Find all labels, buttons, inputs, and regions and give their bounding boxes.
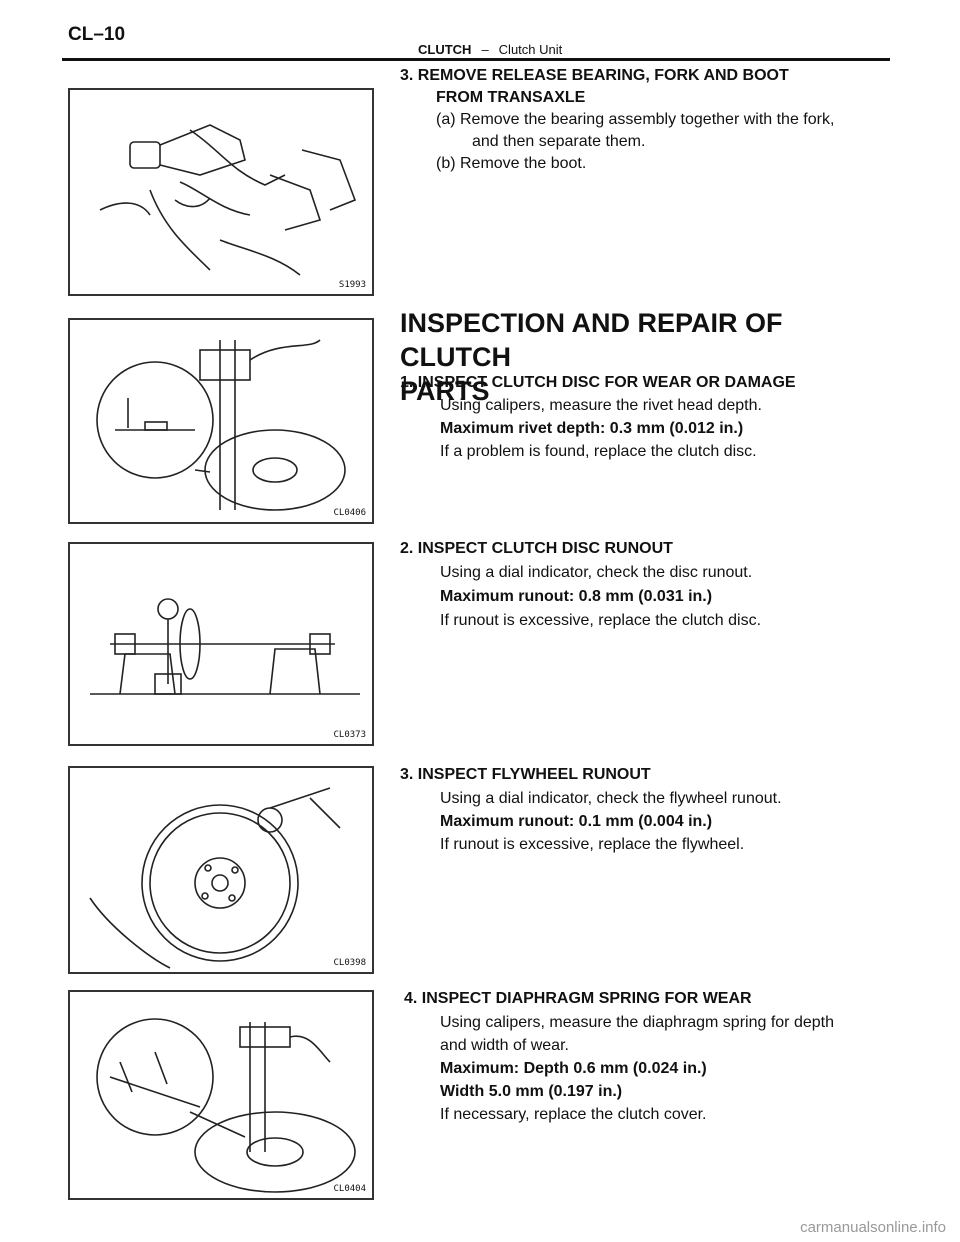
step-4-title: 4. INSPECT DIAPHRAGM SPRING FOR WEAR [404, 990, 752, 1007]
step-3-spec: Maximum runout: 0.1 mm (0.004 in.) [440, 813, 713, 830]
remove-step-title-2: FROM TRANSAXLE [436, 89, 586, 106]
step-2-instruction: Using a dial indicator, check the disc r… [440, 564, 753, 581]
footer-watermark: carmanualsonline.info [800, 1219, 946, 1236]
figure-code: S1993 [338, 280, 366, 290]
step-4-instruction-2: and width of wear. [440, 1037, 569, 1054]
dial-indicator-on-disc-illustration-icon [90, 598, 360, 695]
step-1-spec: Maximum rivet depth: 0.3 mm (0.012 in.) [440, 420, 744, 437]
calipers-on-diaphragm-spring-illustration-icon [96, 1018, 356, 1193]
step-4-instruction-1: Using calipers, measure the diaphragm sp… [440, 1014, 834, 1031]
step-4-spec-2: Width 5.0 mm (0.197 in.) [440, 1083, 623, 1100]
section-heading: INSPECTION AND REPAIR OF CLUTCH PARTS [400, 306, 900, 408]
step-4-spec-1: Maximum: Depth 0.6 mm (0.024 in.) [440, 1060, 707, 1077]
release-bearing-removal-illustration-icon [99, 124, 357, 276]
figure-code: CL0373 [333, 730, 366, 740]
remove-step-sub-a-2: and then separate them. [472, 133, 646, 150]
figure-disc-runout: CL0373 [68, 542, 374, 746]
step-4-action: If necessary, replace the clutch cover. [440, 1106, 707, 1123]
remove-step-sub-b: (b) Remove the boot. [436, 155, 587, 172]
step-2-title: 2. INSPECT CLUTCH DISC RUNOUT [400, 540, 673, 557]
page-number: CL–10 [68, 24, 126, 45]
step-1-action: If a problem is found, replace the clutc… [440, 443, 757, 460]
figure-code: CL0406 [333, 508, 366, 518]
figure-flywheel-runout: CL0398 [68, 766, 374, 974]
figure-clutch-disc-calipers: CL0406 [68, 318, 374, 524]
header-section: CLUTCH [418, 42, 472, 57]
calipers-on-clutch-disc-illustration-icon [96, 339, 346, 511]
step-3-title: 3. INSPECT FLYWHEEL RUNOUT [400, 766, 651, 783]
step-2-action: If runout is excessive, replace the clut… [440, 612, 762, 629]
section-heading-line-2: PARTS [400, 376, 490, 406]
figure-release-bearing: S1993 [68, 88, 374, 296]
step-1-title: 1. INSPECT CLUTCH DISC FOR WEAR OR DAMAG… [400, 374, 796, 391]
figure-diaphragm-spring: CL0404 [68, 990, 374, 1200]
header-separator: – [481, 42, 489, 57]
step-3-instruction: Using a dial indicator, check the flywhe… [440, 790, 782, 807]
remove-step-title-1: 3. REMOVE RELEASE BEARING, FORK AND BOOT [400, 67, 789, 84]
step-1-instruction: Using calipers, measure the rivet head d… [440, 397, 762, 414]
header-caption: CLUTCH–Clutch Unit [418, 42, 562, 57]
dial-indicator-on-flywheel-illustration-icon [89, 787, 341, 969]
step-2-spec: Maximum runout: 0.8 mm (0.031 in.) [440, 588, 713, 605]
step-3-action: If runout is excessive, replace the flyw… [440, 836, 745, 853]
figure-code: CL0398 [333, 958, 366, 968]
remove-step-sub-a-1: (a) Remove the bearing assembly together… [436, 111, 835, 128]
section-heading-line-1: INSPECTION AND REPAIR OF CLUTCH [400, 308, 783, 372]
header-rule [62, 58, 890, 61]
header-subsection: Clutch Unit [498, 42, 563, 57]
figure-code: CL0404 [333, 1184, 366, 1194]
